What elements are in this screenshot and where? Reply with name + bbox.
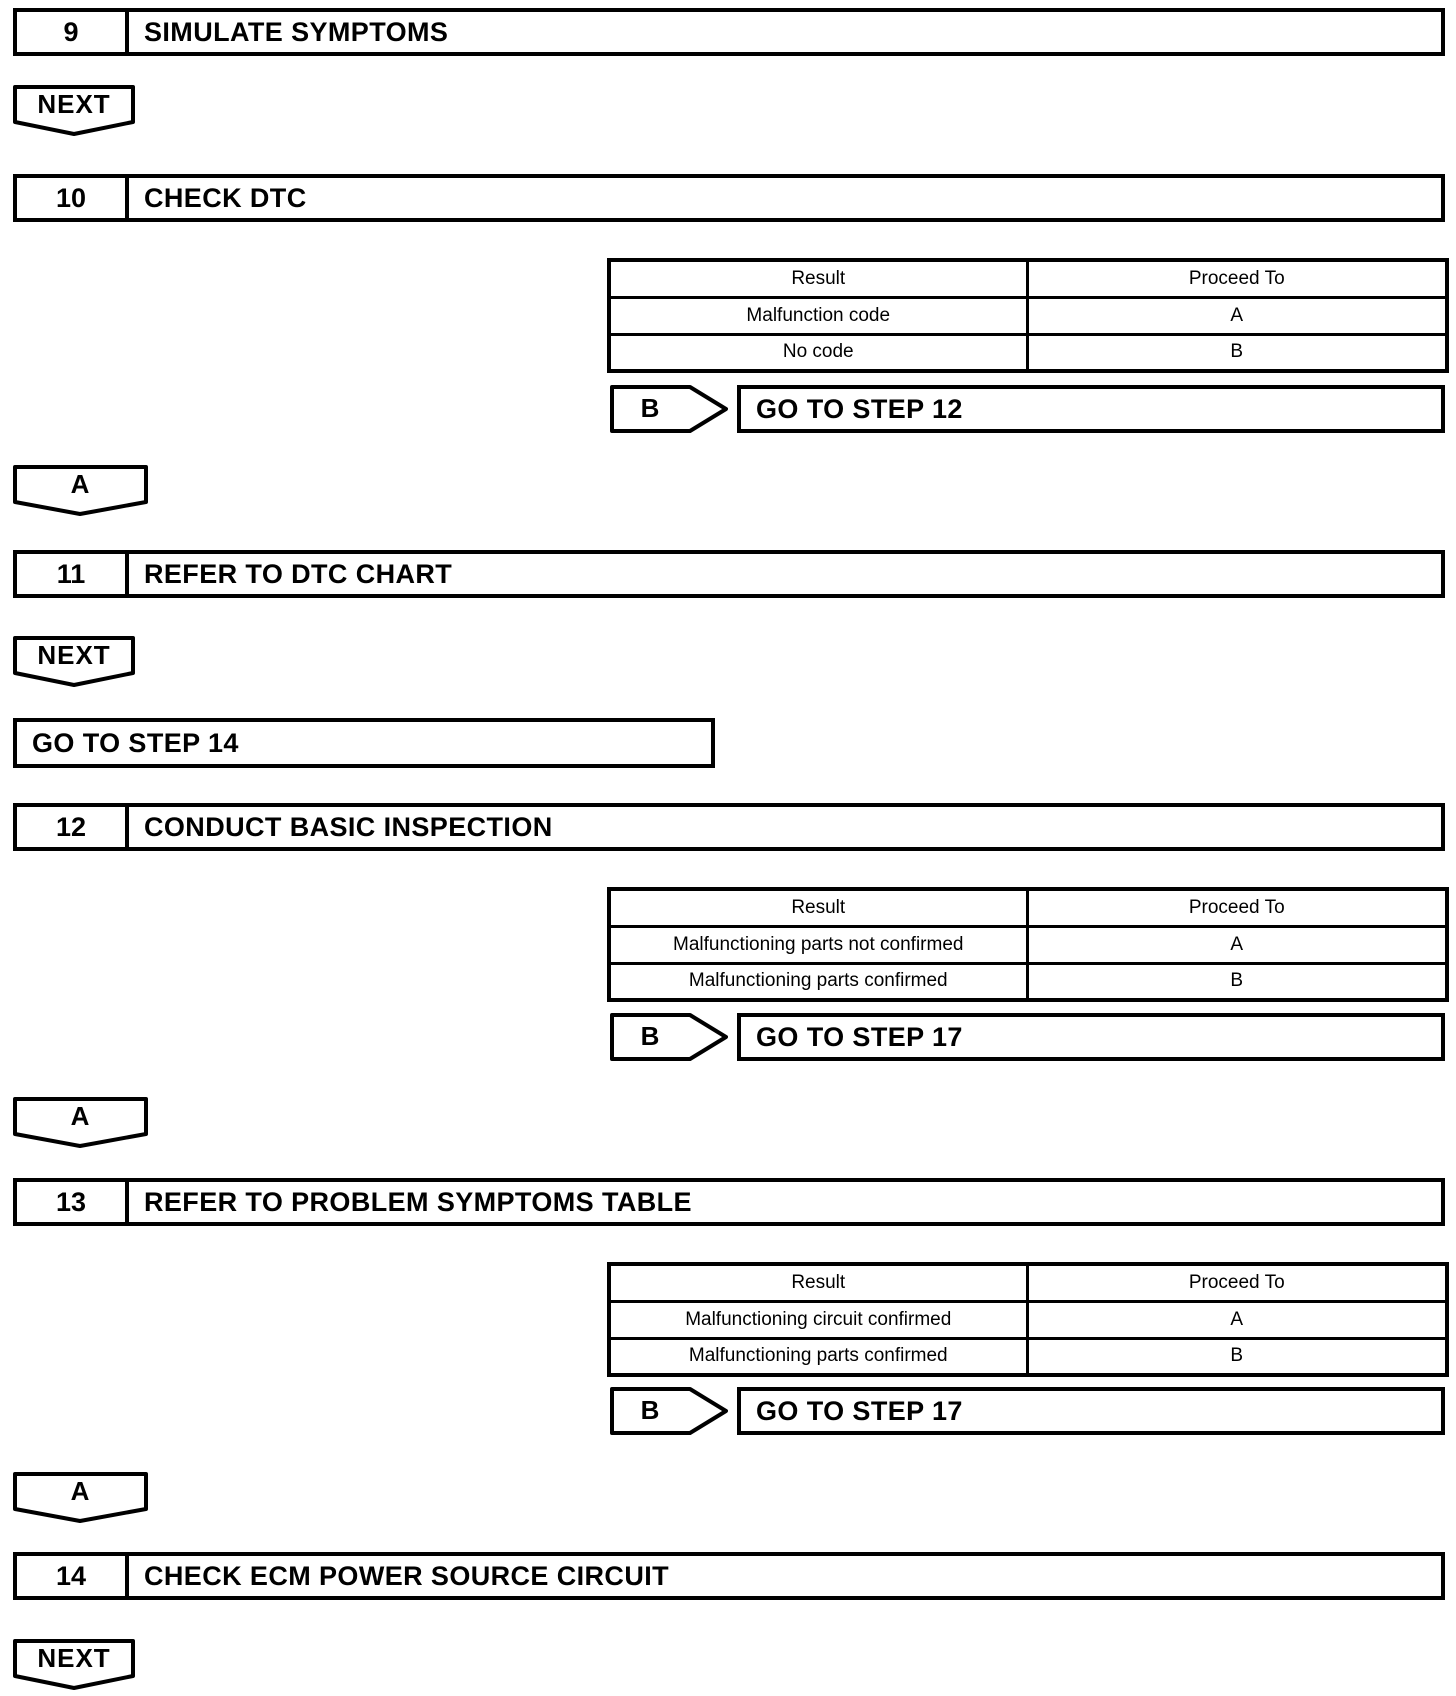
step-number: 13 (17, 1182, 129, 1222)
next-label: NEXT (37, 89, 111, 119)
step-number: 11 (17, 554, 129, 594)
step-title: REFER TO DTC CHART (144, 558, 453, 589)
result-header-cell: Result (607, 258, 1029, 299)
step-14-header: 14 CHECK ECM POWER SOURCE CIRCUIT (13, 1552, 1445, 1600)
goto-step-12-box: GO TO STEP 12 (737, 385, 1445, 433)
proceed-cell: B (1025, 1336, 1449, 1377)
table-row: Malfunction code A (607, 295, 1449, 336)
next-connector: NEXT (13, 636, 135, 688)
pentagon-right-icon (610, 1387, 728, 1435)
pentagon-down-icon (13, 465, 148, 516)
result-header-cell: Result (607, 1262, 1029, 1303)
result-cell: Malfunction code (607, 295, 1029, 336)
pentagon-down-icon (13, 1097, 148, 1148)
connector-b: B (610, 385, 728, 433)
step-title: CHECK ECM POWER SOURCE CIRCUIT (144, 1560, 670, 1591)
b-label: B (640, 1395, 660, 1425)
connector-a: A (13, 1472, 148, 1524)
result-cell: Malfunctioning parts confirmed (607, 1336, 1029, 1377)
result-cell: Malfunctioning parts not confirmed (607, 924, 1029, 965)
table-row: Malfunctioning parts confirmed B (607, 1336, 1449, 1377)
a-label: A (70, 469, 91, 499)
goto-step-17-box: GO TO STEP 17 (737, 1013, 1445, 1061)
connector-b: B (610, 1387, 728, 1435)
proceed-cell: B (1025, 961, 1449, 1002)
next-connector: NEXT (13, 85, 135, 137)
pentagon-right-icon (610, 385, 728, 433)
table-row: Malfunctioning parts not confirmed A (607, 924, 1449, 965)
step-number: 14 (17, 1556, 129, 1596)
a-label: A (70, 1476, 91, 1506)
goto-step-17-box: GO TO STEP 17 (737, 1387, 1445, 1435)
next-connector: NEXT (13, 1639, 135, 1691)
result-table-basic-inspection: Result Proceed To Malfunctioning parts n… (607, 887, 1449, 1002)
proceed-cell: B (1025, 332, 1449, 373)
proceed-cell: A (1025, 295, 1449, 336)
table-row: Malfunctioning parts confirmed B (607, 961, 1449, 1002)
branch-b-row: B GO TO STEP 17 (610, 1013, 1445, 1061)
next-label: NEXT (37, 640, 111, 670)
step-12-header: 12 CONDUCT BASIC INSPECTION (13, 803, 1445, 851)
next-label: NEXT (37, 1643, 111, 1673)
pentagon-down-icon (13, 636, 135, 687)
proceed-cell: A (1025, 1299, 1449, 1340)
result-cell: No code (607, 332, 1029, 373)
step-10-header: 10 CHECK DTC (13, 174, 1445, 222)
step-title: SIMULATE SYMPTOMS (144, 16, 449, 47)
table-header-row: Result Proceed To (607, 887, 1449, 928)
step-9-header: 9 SIMULATE SYMPTOMS (13, 8, 1445, 56)
pentagon-down-icon (13, 85, 135, 136)
table-header-row: Result Proceed To (607, 258, 1449, 299)
pentagon-down-icon (13, 1639, 135, 1690)
table-row: No code B (607, 332, 1449, 373)
step-title: REFER TO PROBLEM SYMPTOMS TABLE (144, 1186, 692, 1217)
proceed-to-header-cell: Proceed To (1025, 887, 1449, 928)
connector-a: A (13, 1097, 148, 1149)
result-header-cell: Result (607, 887, 1029, 928)
b-label: B (640, 393, 660, 423)
result-cell: Malfunctioning parts confirmed (607, 961, 1029, 1002)
step-title: CHECK DTC (144, 182, 307, 213)
connector-b: B (610, 1013, 728, 1061)
table-row: Malfunctioning circuit confirmed A (607, 1299, 1449, 1340)
proceed-cell: A (1025, 924, 1449, 965)
step-number: 12 (17, 807, 129, 847)
proceed-to-header-cell: Proceed To (1025, 258, 1449, 299)
branch-b-row: B GO TO STEP 12 (610, 385, 1445, 433)
result-cell: Malfunctioning circuit confirmed (607, 1299, 1029, 1340)
result-table-problem-symptoms: Result Proceed To Malfunctioning circuit… (607, 1262, 1449, 1377)
step-title: CONDUCT BASIC INSPECTION (144, 811, 553, 842)
b-label: B (640, 1021, 660, 1051)
step-number: 9 (17, 12, 129, 52)
goto-step-14-box: GO TO STEP 14 (13, 718, 715, 768)
a-label: A (70, 1101, 91, 1131)
table-header-row: Result Proceed To (607, 1262, 1449, 1303)
proceed-to-header-cell: Proceed To (1025, 1262, 1449, 1303)
connector-a: A (13, 465, 148, 517)
pentagon-right-icon (610, 1013, 728, 1061)
branch-b-row: B GO TO STEP 17 (610, 1387, 1445, 1435)
step-number: 10 (17, 178, 129, 218)
pentagon-down-icon (13, 1472, 148, 1523)
step-13-header: 13 REFER TO PROBLEM SYMPTOMS TABLE (13, 1178, 1445, 1226)
step-11-header: 11 REFER TO DTC CHART (13, 550, 1445, 598)
result-table-check-dtc: Result Proceed To Malfunction code A No … (607, 258, 1449, 373)
